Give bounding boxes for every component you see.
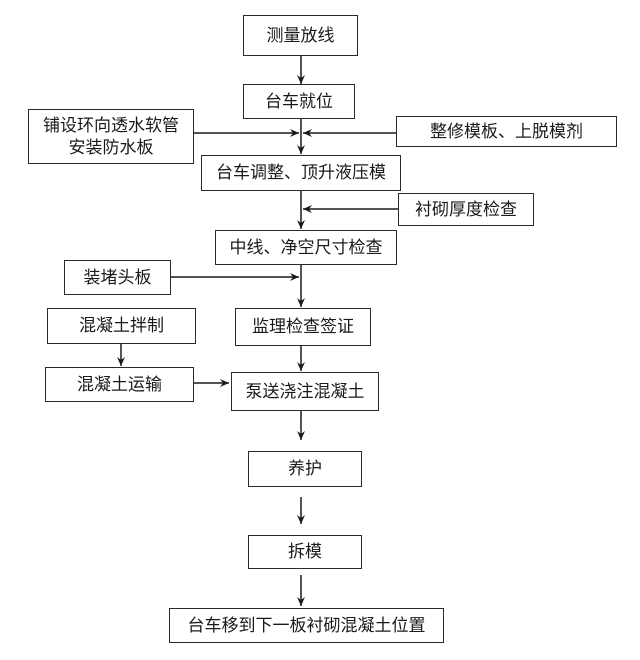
node-concrete-transport: 混凝土运输: [45, 367, 194, 402]
node-label: 中线、净空尺寸检查: [229, 237, 383, 258]
node-survey: 测量放线: [243, 15, 358, 56]
node-label: 台车移到下一板衬砌混凝土位置: [187, 615, 426, 636]
node-demould: 拆模: [248, 535, 362, 569]
node-curing: 养护: [248, 451, 362, 487]
node-label: 泵送浇注混凝土: [245, 381, 365, 402]
node-supervisor-check: 监理检查签证: [235, 308, 371, 346]
node-label: 测量放线: [266, 25, 335, 46]
node-centerline-check: 中线、净空尺寸检查: [215, 230, 397, 265]
node-thickness-check: 衬砌厚度检查: [398, 193, 534, 226]
node-trolley-in-place: 台车就位: [243, 84, 355, 119]
node-end-plate: 装堵头板: [64, 260, 171, 295]
node-label: 混凝土运输: [77, 374, 162, 395]
node-drain-pipe: 铺设环向透水软管 安装防水板: [28, 109, 194, 164]
node-label: 台车调整、顶升液压模: [216, 163, 386, 183]
node-pump-pour: 泵送浇注混凝土: [231, 372, 379, 411]
node-label: 台车就位: [265, 91, 333, 112]
node-label: 养护: [288, 459, 322, 479]
node-label: 整修模板、上脱模剂: [430, 121, 583, 142]
node-move-next: 台车移到下一板衬砌混凝土位置: [169, 608, 444, 643]
node-concrete-mixing: 混凝土拌制: [47, 308, 196, 344]
node-label: 衬砌厚度检查: [415, 199, 517, 220]
node-label: 监理检查签证: [252, 317, 354, 337]
node-label-line2: 安装防水板: [68, 137, 154, 158]
node-label: 装堵头板: [83, 267, 152, 288]
node-trolley-adjust: 台车调整、顶升液压模: [201, 155, 401, 191]
node-label-line1: 铺设环向透水软管: [43, 115, 179, 136]
node-label: 混凝土拌制: [79, 316, 164, 336]
node-label: 拆模: [288, 542, 322, 562]
node-formwork-repair: 整修模板、上脱模剂: [396, 116, 617, 147]
